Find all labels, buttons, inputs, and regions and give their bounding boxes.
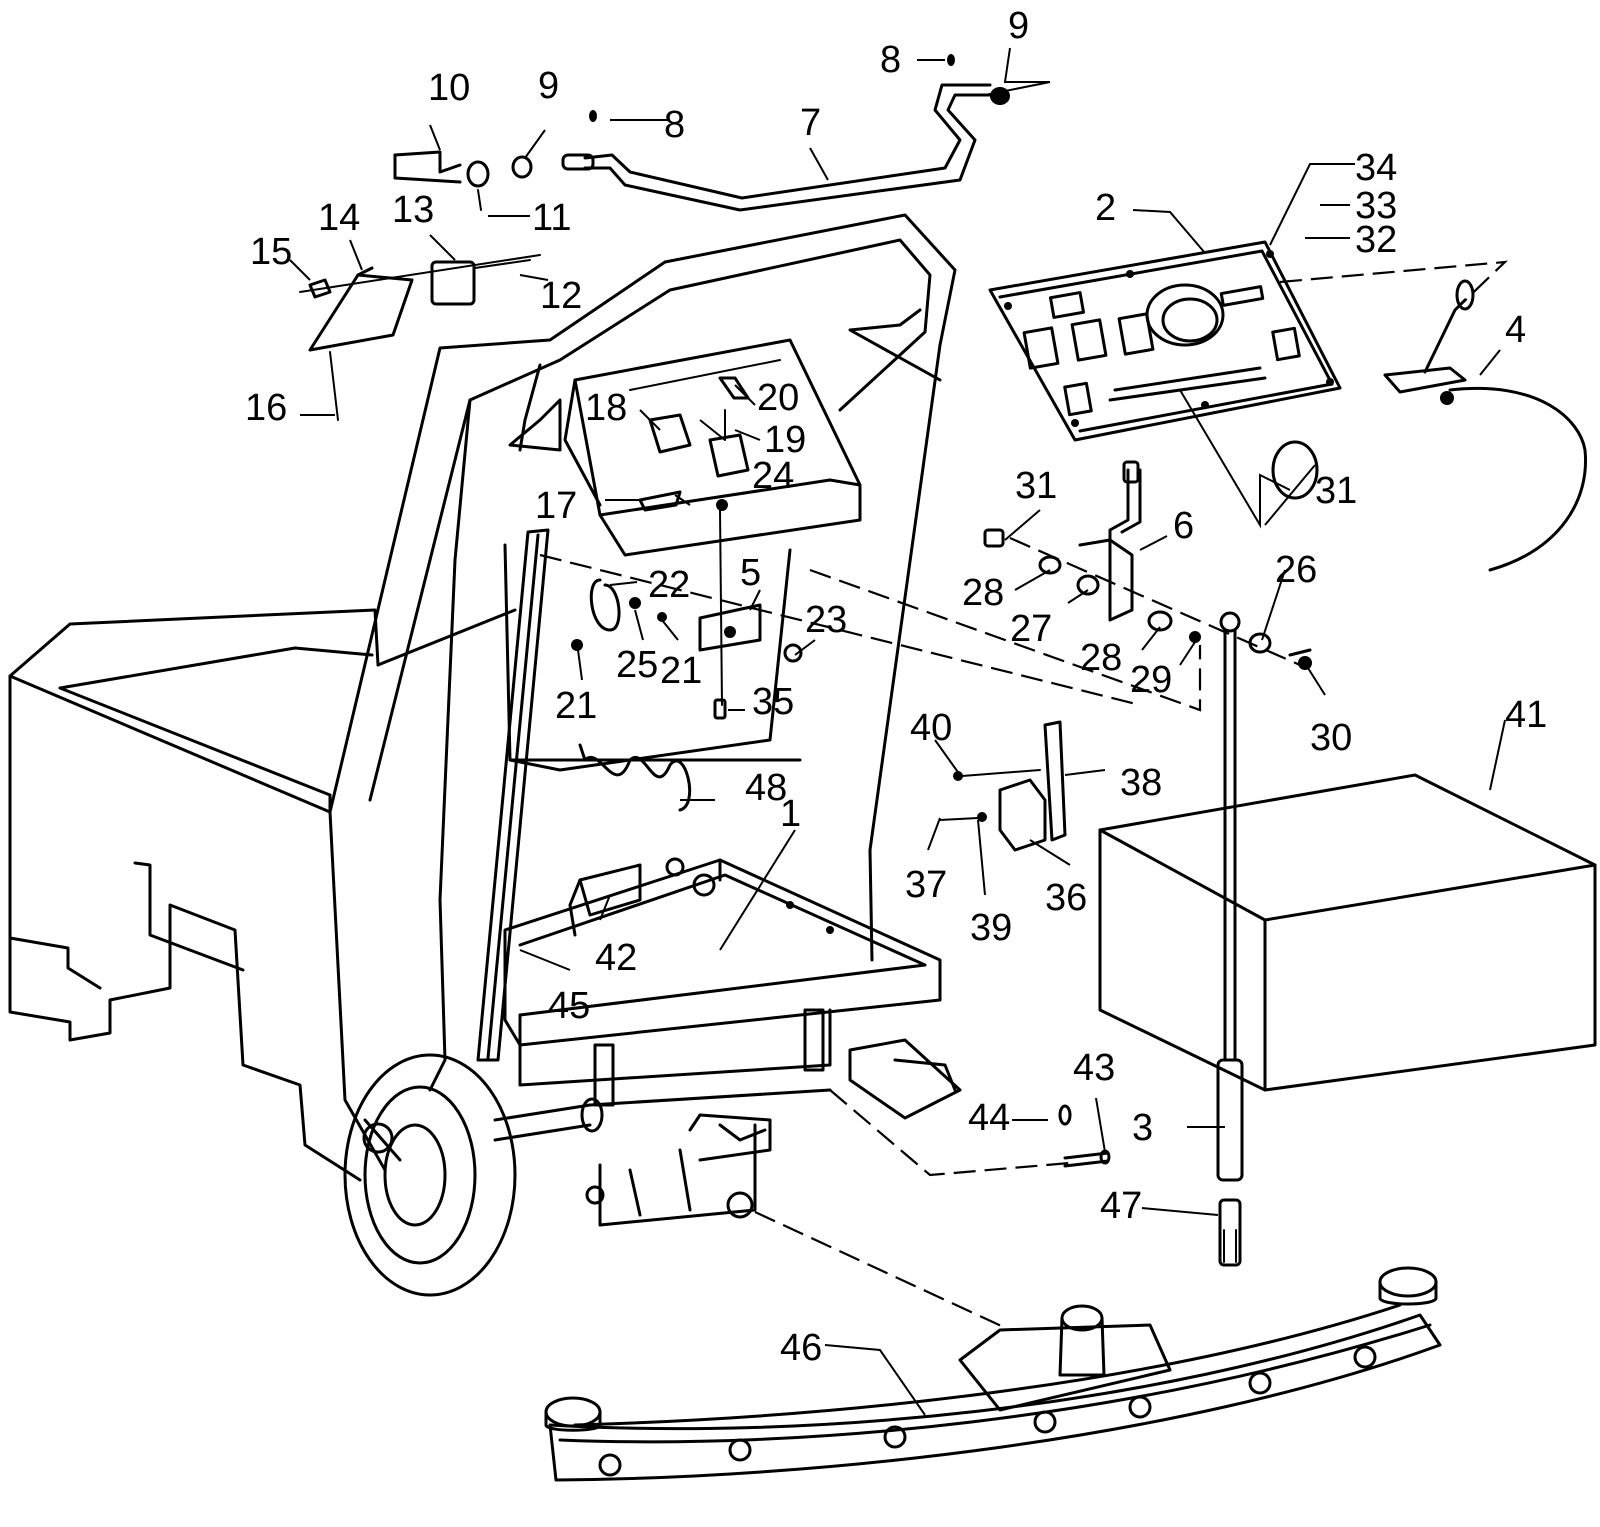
pivot-hardware — [983, 440, 1319, 670]
control-cable — [1383, 279, 1588, 572]
squeegee-assembly — [544, 1266, 1442, 1482]
control-panel — [988, 240, 1342, 442]
handle-bar — [393, 54, 1010, 212]
callout-36: 36 — [1045, 877, 1087, 919]
callout-31a: 31 — [1015, 465, 1057, 507]
callout-5: 5 — [740, 552, 761, 594]
callout-21a: 21 — [660, 650, 702, 692]
brush-head-mount — [585, 1113, 772, 1227]
leader-lines — [289, 47, 1506, 1416]
callout-41: 41 — [1505, 694, 1547, 736]
callout-18: 18 — [585, 387, 627, 429]
assembly-lines — [539, 260, 1509, 1331]
callout-15: 15 — [250, 231, 292, 273]
callout-29: 29 — [1130, 659, 1172, 701]
callout-8b: 8 — [664, 104, 685, 146]
callout-9b: 9 — [538, 65, 559, 107]
callout-47: 47 — [1100, 1185, 1142, 1227]
battery-tray — [503, 857, 942, 1107]
callout-16: 16 — [245, 387, 287, 429]
callout-30: 30 — [1310, 717, 1352, 759]
small-parts — [848, 1038, 1111, 1168]
callout-45: 45 — [548, 985, 590, 1027]
callout-27: 27 — [1010, 608, 1052, 650]
callout-25: 25 — [616, 644, 658, 686]
callout-6: 6 — [1173, 505, 1194, 547]
callout-4: 4 — [1505, 309, 1526, 351]
callout-2: 2 — [1095, 187, 1116, 229]
callout-28a: 28 — [962, 572, 1004, 614]
callout-23: 23 — [805, 599, 847, 641]
callout-43: 43 — [1073, 1047, 1115, 1089]
callout-38: 38 — [1120, 762, 1162, 804]
callout-8a: 8 — [880, 39, 901, 81]
callout-21b: 21 — [555, 685, 597, 727]
callout-14: 14 — [318, 197, 360, 239]
callout-3: 3 — [1132, 1107, 1153, 1149]
callout-42: 42 — [595, 937, 637, 979]
callout-33: 33 — [1355, 185, 1397, 227]
callout-46: 46 — [780, 1327, 822, 1369]
callout-35: 35 — [752, 681, 794, 723]
callout-37: 37 — [905, 864, 947, 906]
callout-28b: 28 — [1080, 637, 1122, 679]
relay-bracket — [939, 720, 1067, 852]
chassis-hardware — [476, 376, 803, 1062]
callout-31b: 31 — [1315, 470, 1357, 512]
switch-assembly — [299, 254, 541, 421]
callout-9a: 9 — [1008, 5, 1029, 47]
callout-17: 17 — [535, 485, 577, 527]
callout-26: 26 — [1275, 549, 1317, 591]
callout-19: 19 — [764, 419, 806, 461]
callout-20: 20 — [757, 377, 799, 419]
callout-44: 44 — [968, 1097, 1010, 1139]
battery-box — [1098, 773, 1597, 1092]
callout-32: 32 — [1355, 219, 1397, 261]
callout-10: 10 — [428, 67, 470, 109]
callout-7: 7 — [800, 102, 821, 144]
callout-1: 1 — [780, 793, 801, 835]
callout-24: 24 — [752, 455, 794, 497]
callout-13: 13 — [392, 189, 434, 231]
machine-body — [8, 213, 957, 1297]
callout-labels: 1 2 3 4 5 6 7 8 8 9 9 10 11 12 13 14 15 … — [245, 5, 1547, 1369]
callout-11: 11 — [532, 197, 571, 239]
callout-39: 39 — [970, 907, 1012, 949]
callout-22: 22 — [648, 564, 690, 606]
callout-48: 48 — [745, 767, 787, 809]
callout-40: 40 — [910, 707, 952, 749]
callout-34: 34 — [1355, 147, 1397, 189]
callout-12: 12 — [540, 275, 582, 317]
lever-and-rod — [1078, 460, 1244, 1267]
